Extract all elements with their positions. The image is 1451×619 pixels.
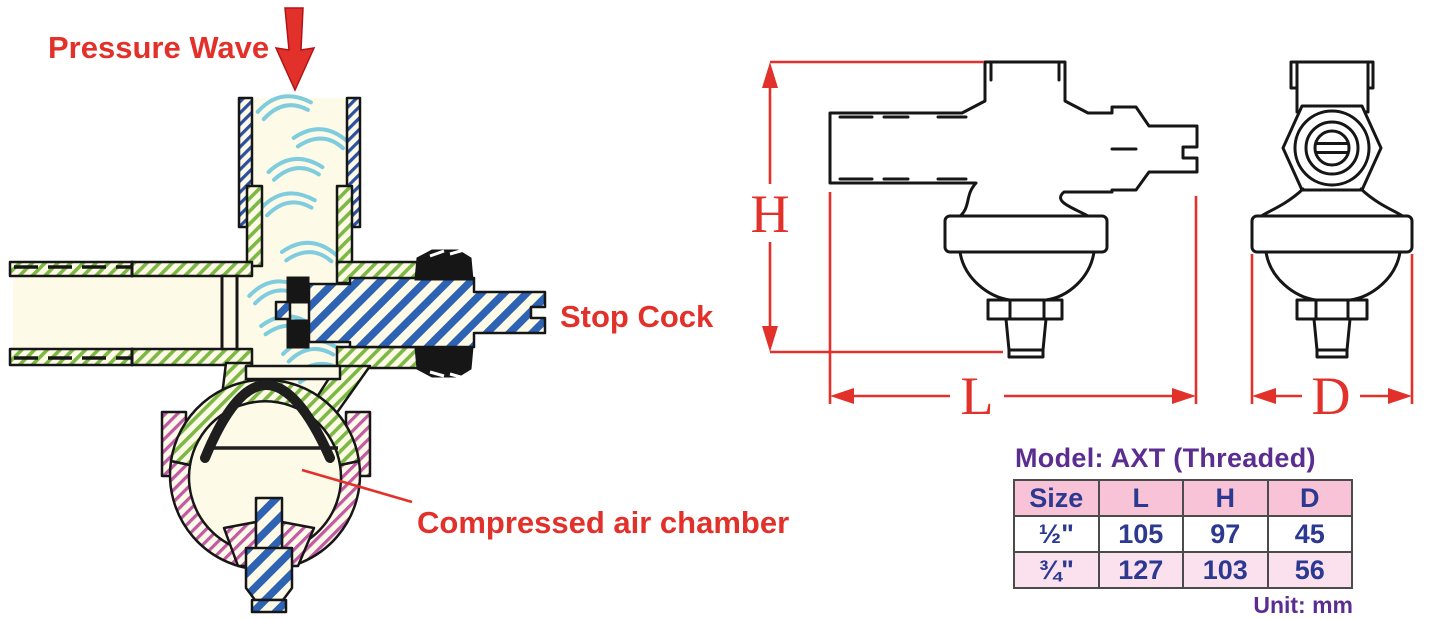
- spec-col-d: D: [1266, 479, 1353, 517]
- spec-header-row: Size L H D: [1013, 479, 1353, 517]
- cock-tip: [274, 300, 292, 321]
- side-view-drawing: [828, 60, 1199, 359]
- cock-shaft: [307, 276, 547, 349]
- stop-cock-label: Stop Cock: [560, 299, 714, 334]
- spec-cell-l: 127: [1097, 551, 1184, 589]
- side-view-body: [828, 60, 1199, 220]
- gland-upper: [286, 276, 310, 304]
- dimension-l: L: [828, 192, 1198, 426]
- dimension-h-label: H: [751, 184, 790, 244]
- pipe-thread-marks: [14, 260, 239, 367]
- dimension-d: D: [1250, 254, 1414, 426]
- packing-nut-upper: [414, 249, 474, 281]
- front-plug: [1312, 317, 1352, 352]
- diaphragm-flange: [244, 364, 342, 381]
- air-chamber: [160, 364, 372, 571]
- unit-note: Unit: mm: [1253, 592, 1353, 618]
- spec-col-size: Size: [1013, 479, 1100, 517]
- model-title: Model: AXT (Threaded): [1015, 443, 1316, 473]
- front-collar: [1250, 214, 1414, 254]
- side-plug: [1004, 317, 1048, 352]
- dimension-l-label: L: [961, 366, 994, 426]
- pressure-wave-arrow: [274, 7, 316, 92]
- side-collar: [943, 214, 1109, 254]
- chamber-leader-line: [301, 468, 413, 504]
- spec-panel: Model: AXT (Threaded) Size L H D ½" 105 …: [1013, 443, 1355, 619]
- spec-cell-d: 45: [1266, 515, 1353, 553]
- charging-bolt-assembly: [222, 496, 316, 614]
- front-plug-base: [1315, 348, 1349, 359]
- port-lip-lines: [989, 61, 1061, 82]
- water-hammer-arrestor-cutaway: Pressure Wave Stop Cock Compressed air c…: [8, 7, 789, 614]
- spec-cell-d: 56: [1266, 551, 1353, 589]
- spec-cell-size: ¾": [1013, 551, 1100, 589]
- bolt-shaft: [254, 496, 284, 552]
- side-plug-base: [1007, 348, 1045, 359]
- spec-cell-h: 103: [1182, 551, 1269, 589]
- packing-nut-lower: [414, 346, 474, 378]
- spec-col-h: H: [1182, 479, 1269, 517]
- stop-cock-assembly: [274, 248, 547, 380]
- spec-cell-l: 105: [1097, 515, 1184, 553]
- front-slot-lines: [1315, 142, 1349, 154]
- front-slot-circle: [1313, 129, 1351, 167]
- pressure-wave-label: Pressure Wave: [48, 30, 269, 65]
- dimension-h: H: [751, 60, 1003, 354]
- side-thread-marks: [838, 115, 968, 181]
- spec-table: Size L H D ½" 105 97 45 ¾" 127 103 56: [1013, 479, 1353, 589]
- compressed-air-chamber-label: Compressed air chamber: [417, 505, 789, 540]
- front-bowl: [1264, 250, 1402, 302]
- spec-row-three-quarter-inch: ¾" 127 103 56: [1013, 551, 1353, 589]
- front-view-drawing: [1250, 60, 1414, 359]
- dimension-d-label: D: [1312, 366, 1351, 426]
- spec-cell-size: ½": [1013, 515, 1100, 553]
- spec-row-half-inch: ½" 105 97 45: [1013, 515, 1353, 553]
- bolt-tip: [250, 598, 288, 614]
- spec-cell-h: 97: [1182, 515, 1269, 553]
- front-hex-nut: [1295, 298, 1369, 321]
- side-hex-nut: [986, 298, 1064, 321]
- spec-col-l: L: [1097, 479, 1184, 517]
- side-bowl: [958, 250, 1096, 302]
- gland-lower: [286, 319, 310, 349]
- bolt-head: [244, 546, 294, 602]
- diaphragm-dome: [200, 380, 335, 463]
- front-shoulders: [1258, 187, 1406, 219]
